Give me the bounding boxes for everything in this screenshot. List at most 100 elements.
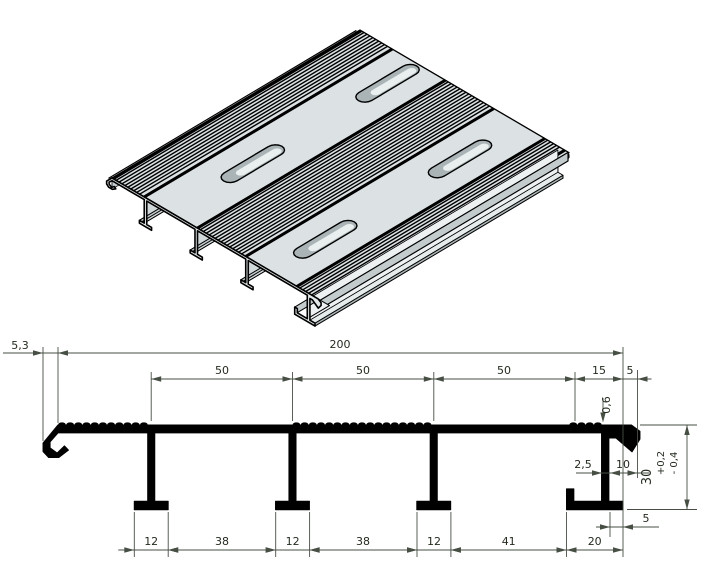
iso-stripe-line [136,43,385,194]
dim-arrow [623,524,633,530]
iso-ridge-line [112,29,362,180]
dim-arrow [450,547,461,553]
dim-label-rib_pitch_3: 50 [497,364,511,377]
iso-stripe-line [214,89,464,239]
iso-stripe-line [229,98,479,248]
serration-bump [292,422,301,427]
iso-front-cap [105,177,322,327]
dim-arrow [684,425,690,435]
iso-stripe-line [238,103,487,253]
iso-slot-highlight [235,148,282,176]
serration-bump [140,422,148,427]
dim-label-height_tol_plus: +0,2 [656,451,667,475]
serration-bump [74,422,83,427]
iso-slot-highlight [308,223,355,252]
dim-arrow [58,350,68,356]
iso-stripe-line [217,91,467,241]
iso-stripe-line [208,86,458,236]
iso-stripe-line [121,35,371,185]
dim-arrow [613,547,623,553]
iso-stripe-line [139,45,388,195]
serration-bump [585,422,594,427]
dim-label-edge_margin: 5 [627,364,634,377]
iso-ridge-line [196,78,447,230]
serration-bump [382,422,391,427]
iso-stripe-line [124,37,374,187]
dim-arrow [684,499,690,510]
iso-stripe-line [223,95,473,245]
iso-stripe-line [302,141,552,291]
dim-label-foot_width_3: 12 [427,535,441,548]
serration-bump [107,422,115,427]
serration-bump [407,422,415,427]
dim-arrow [613,376,623,382]
iso-stripe-line [127,38,377,188]
dim-label-hook_overhang: 5,3 [11,339,29,352]
serration-bump [325,422,334,427]
serration-bump [90,422,99,427]
serration-bump [390,422,399,427]
iso-ridge-line [296,137,546,288]
serration-bump [123,422,132,427]
iso-slot-highlight [443,143,489,171]
serration-bump [399,422,407,427]
serration-bump [341,422,350,427]
serration-bump [594,422,602,427]
serration-bump [309,422,317,427]
serration-bump [82,422,91,427]
dim-label-web_thickness: 2,5 [574,458,592,471]
serration-bump [300,422,309,427]
dim-arrow [124,547,135,553]
serration-bump [358,422,366,427]
dim-arrow [282,376,293,382]
dim-label-overall_width: 200 [330,338,351,351]
cross-section-view [42,422,641,511]
dim-arrow [168,547,179,553]
dim-arrow [575,376,585,382]
dim-arrow [151,376,162,382]
dim-label-channel_gap: 41 [502,535,516,548]
dim-arrow [407,547,417,553]
serration-bump [317,422,325,427]
serration-bump [115,422,124,427]
serration-bump [423,422,432,427]
dim-label-foot_width_2: 12 [286,535,300,548]
dim-arrow [265,547,276,553]
dim-label-channel_foot_lip: 5 [643,512,650,525]
iso-stripe-line [311,146,560,296]
serration-bump [66,422,74,427]
serration-bump [569,422,578,427]
dim-label-height_tol_minus: - 0,4 [669,452,680,475]
dim-arrow [423,376,434,382]
dim-label-rib_pitch_2: 50 [356,364,370,377]
iso-stripe-line [118,33,368,183]
iso-stripe-line [241,105,490,255]
iso-ridge-line [143,47,393,199]
dim-arrow [627,470,638,476]
dim-arrow [556,547,567,553]
dim-arrow [566,547,577,553]
dim-arrow [613,350,623,356]
dim-arrow [637,376,648,382]
dim-arrow [292,376,303,382]
iso-view [105,29,570,327]
iso-stripe-line [115,31,365,181]
dim-label-edge_offset: 15 [592,364,606,377]
serration-bump [415,422,424,427]
dim-arrow [33,350,43,356]
serration-bump [374,422,383,427]
iso-stripe-line [205,84,455,234]
serration-bump [99,422,107,427]
dim-arrow [309,547,320,553]
iso-hook-edge-line [108,29,357,179]
iso-slot-highlight [370,68,417,96]
iso-stripe-line [305,143,554,293]
dim-label-serration_height: 0,6 [600,396,613,414]
serration-bump [577,422,586,427]
dim-arrow [592,470,602,476]
dim-label-rib_gap_2: 38 [356,535,370,548]
dim-arrow [600,524,610,530]
